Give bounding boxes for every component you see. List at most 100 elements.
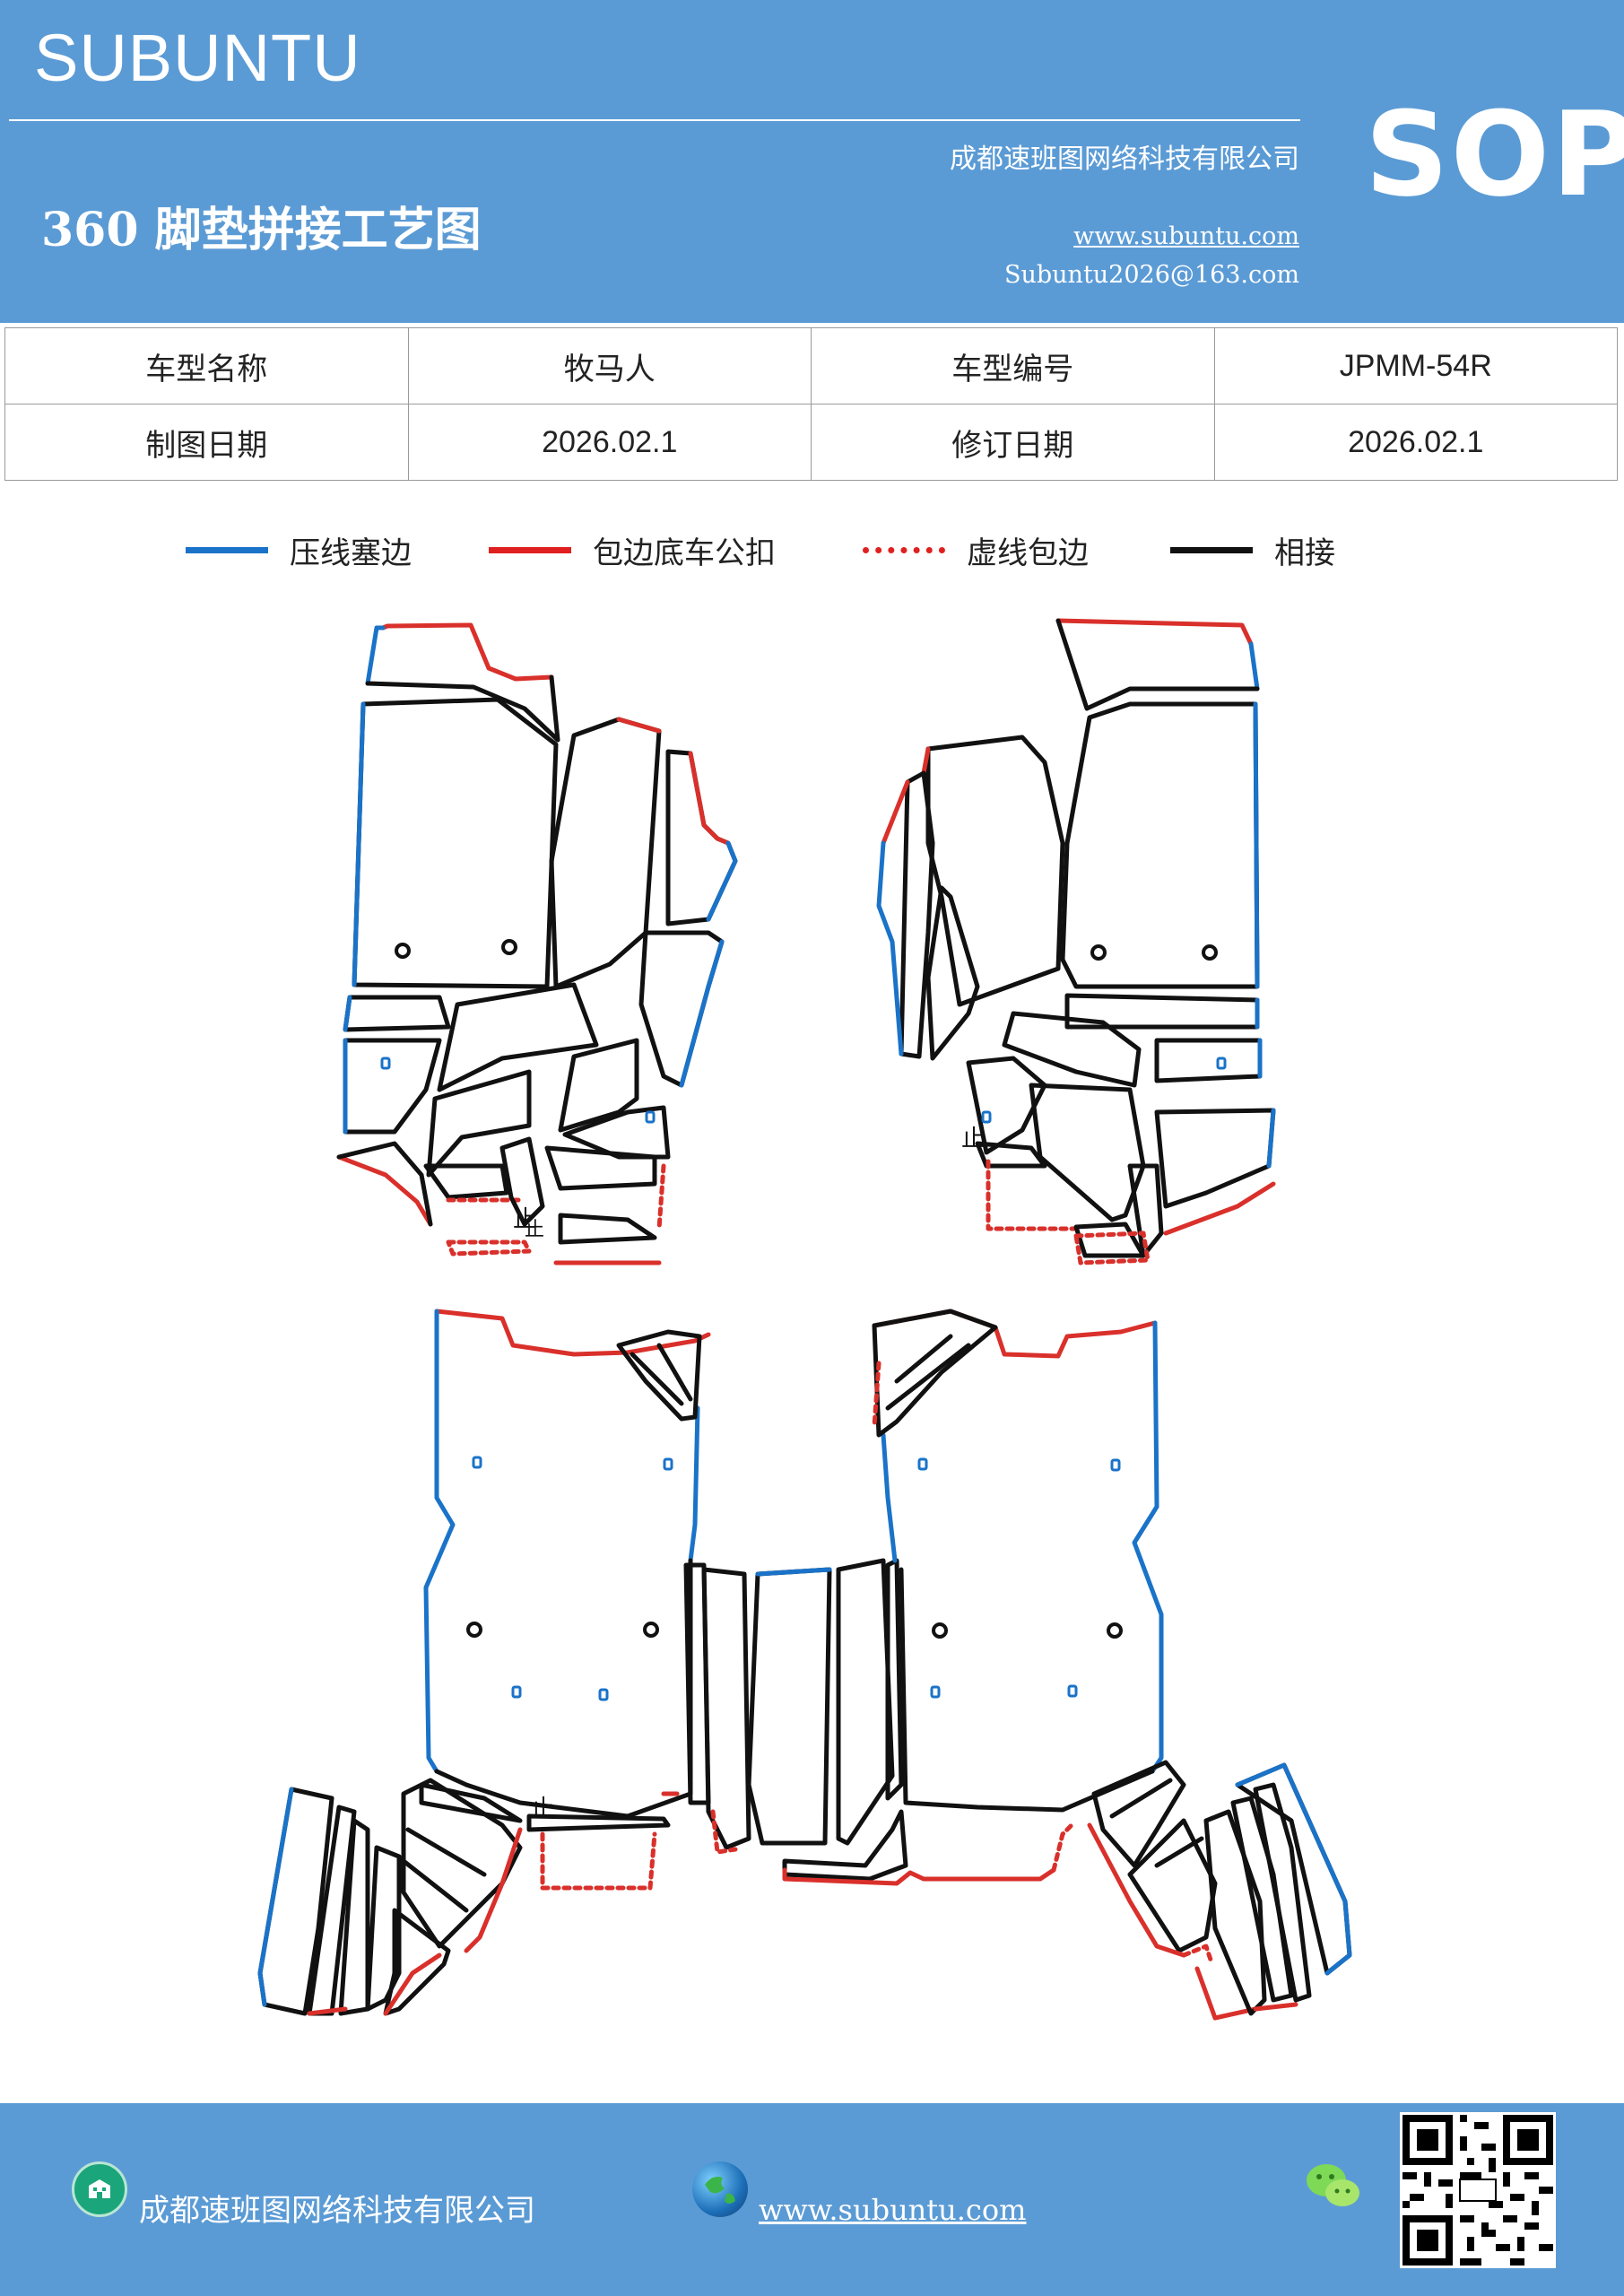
- mat-piece: [437, 982, 599, 1092]
- model-name-value: 牧马人: [407, 327, 812, 404]
- footer-website-link[interactable]: www.subuntu.com: [759, 2193, 1027, 2227]
- mounting-hole: [466, 1622, 482, 1638]
- clip-slot: [1216, 1057, 1227, 1070]
- mounting-hole: [501, 939, 517, 955]
- mat-outline-blue: [679, 939, 725, 1088]
- header-divider: [9, 119, 1300, 121]
- rear-right-mat: [872, 1309, 1352, 2021]
- clip-slot: [645, 1110, 656, 1124]
- mat-outline-red-dotted: [710, 1809, 738, 1855]
- mat-outline-red-dotted: [1181, 1944, 1213, 1962]
- mat-piece: [701, 1567, 751, 1850]
- mat-outline-red: [616, 717, 662, 734]
- clip-slot: [663, 1457, 673, 1471]
- mounting-hole: [643, 1622, 659, 1638]
- building-icon: [72, 2161, 127, 2217]
- mat-piece: [836, 1558, 895, 1846]
- mat-piece: [1073, 1222, 1146, 1258]
- mat-outline-blue: [1253, 701, 1260, 989]
- stop-mark: 止: [513, 1206, 536, 1233]
- mat-outline-blue: [688, 1405, 700, 1563]
- legend-label: 虚线包边: [967, 535, 1089, 571]
- front-right-mat: [876, 618, 1276, 1265]
- wechat-icon[interactable]: [1303, 2159, 1364, 2214]
- legend-item-red-dotted: 虚线包边: [863, 527, 1089, 572]
- clip-slot: [598, 1688, 609, 1701]
- mat-seam: [885, 1343, 971, 1411]
- mat-outline-blue: [257, 1787, 294, 2007]
- mat-seam: [899, 1567, 1155, 1813]
- mat-outline-red: [881, 779, 910, 846]
- clip-slot: [1067, 1684, 1078, 1698]
- rear-center-mat: [683, 1558, 1074, 1886]
- mat-outline-red-dotted: [446, 1239, 532, 1257]
- mat-seam: [1055, 618, 1260, 711]
- mat-piece: [782, 1809, 908, 1882]
- mounting-hole: [1107, 1622, 1123, 1639]
- mat-piece: [1127, 1818, 1218, 1953]
- mat-seam: [656, 1343, 693, 1402]
- mat-seam: [405, 1827, 487, 1877]
- mat-piece: [419, 1782, 523, 1823]
- mat-piece: [638, 930, 725, 1088]
- mat-piece: [746, 1567, 832, 1846]
- mat-piece: [1002, 1011, 1142, 1088]
- mat-piece: [885, 1558, 904, 1801]
- mat-outline-blue: [1248, 641, 1260, 691]
- mat-piece: [616, 1329, 702, 1422]
- revise-date-value: 2026.02.1: [1213, 404, 1618, 481]
- mat-seam: [401, 1858, 469, 1913]
- mat-piece: [338, 1818, 370, 2016]
- legend-swatch-black: [1170, 546, 1253, 553]
- legend-item-blue: 压线塞边: [186, 527, 412, 572]
- mat-outline-blue: [423, 1309, 456, 1774]
- website-link[interactable]: www.subuntu.com: [1073, 222, 1299, 250]
- legend-label: 相接: [1274, 535, 1335, 571]
- mat-piece: [307, 1805, 357, 2016]
- mat-outline-blue: [1235, 1762, 1352, 1976]
- mat-piece: [1029, 1083, 1146, 1222]
- vehicle-info-table: 车型名称 牧马人 车型编号 JPMM-54R 制图日期 2026.02.1 修订…: [4, 327, 1618, 481]
- mat-outline-red-dotted: [1073, 1231, 1151, 1265]
- mat-piece: [1127, 1163, 1164, 1258]
- mat-outline-red: [1055, 618, 1254, 647]
- footer-company-name: 成都速班图网络科技有限公司: [139, 2193, 535, 2229]
- mat-seam: [630, 1352, 684, 1406]
- clip-slot: [930, 1685, 941, 1699]
- mat-seam: [336, 1141, 433, 1227]
- mat-outline-red: [688, 751, 731, 846]
- mat-outline-red: [1163, 1181, 1276, 1236]
- mat-piece: [352, 697, 559, 989]
- rear-left-mat: [257, 1309, 711, 2016]
- mat-piece: [1203, 1809, 1267, 2016]
- mat-outline-red-dotted: [540, 1831, 657, 1891]
- mat-outline-red: [464, 1827, 523, 1953]
- stop-mark: 止: [961, 1126, 985, 1152]
- mat-piece: [558, 1038, 639, 1133]
- mat-seam: [1154, 1836, 1204, 1868]
- model-code-value: JPMM-54R: [1213, 327, 1618, 404]
- mat-piece: [526, 1813, 671, 1832]
- mat-seam: [1109, 1778, 1173, 1819]
- mounting-hole: [932, 1622, 948, 1639]
- draw-date-label: 制图日期: [4, 404, 409, 481]
- legend-swatch-blue: [186, 546, 268, 553]
- floor-mat-diagram: 止 止 止 止: [257, 618, 1352, 2021]
- mat-outline-blue: [343, 995, 352, 1032]
- mat-outline-red-dotted: [656, 1163, 666, 1231]
- mat-outline-blue: [1132, 1320, 1164, 1774]
- mat-outline-red: [380, 622, 554, 682]
- legend-label: 压线塞边: [290, 535, 412, 571]
- sop-badge: SOP: [1365, 86, 1624, 222]
- mat-piece: [558, 1213, 657, 1245]
- mat-outline-red: [307, 2006, 348, 2016]
- line-legend: 压线塞边 包边底车公扣 虚线包边 相接: [0, 527, 1624, 572]
- mat-piece: [872, 1309, 998, 1438]
- mat-piece: [423, 1163, 509, 1200]
- mat-outline-blue: [365, 625, 386, 686]
- table-row: 车型名称 牧马人 车型编号 JPMM-54R: [4, 327, 1618, 404]
- mat-piece: [1060, 701, 1260, 989]
- legend-item-red: 包边底车公扣: [489, 527, 776, 572]
- mat-outline-red: [782, 1867, 1056, 1886]
- mat-outline-red: [336, 1154, 433, 1227]
